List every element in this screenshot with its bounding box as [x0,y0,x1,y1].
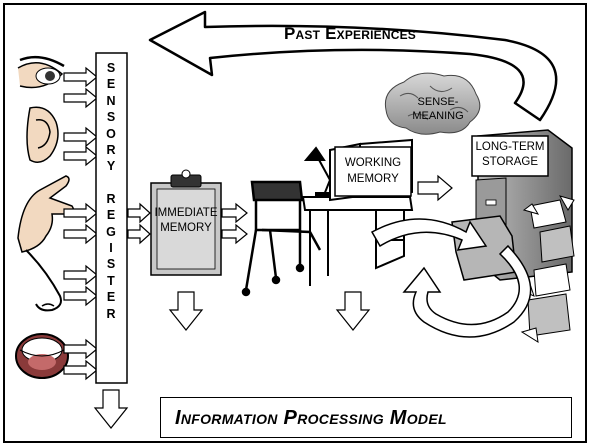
lamp-icon [303,146,332,198]
long-term-storage-line-2: STORAGE [481,156,539,169]
mouth-icon [15,333,69,379]
register-to-immediate-arrows [127,202,151,245]
sense-arrows [63,66,98,381]
clipboard-immediate-memory [150,169,222,276]
register-letter: S [106,257,116,272]
working-memory-label: WORKING MEMORY [335,157,411,185]
ear-icon [26,106,59,163]
sensory-register-box [95,52,128,384]
sensory-letter: E [106,77,116,92]
register-letter: G [106,224,116,239]
long-term-storage-line-1: LONG-TERM [475,141,545,153]
nose-icon [25,249,62,312]
register-letter: T [107,273,115,288]
immediate-memory-line-2: MEMORY [160,222,212,235]
register-letter: E [106,208,116,223]
immediate-memory-line-1: IMMEDIATE [154,207,218,219]
sense-meaning-line-2: MEANING [412,109,464,122]
book-working-memory [329,138,413,202]
immediate-memory-label: IMMEDIATE MEMORY [151,207,221,234]
sensory-letter: S [106,110,116,125]
sensory-register-label: S E N S O R Y R E G I S T E R [101,60,121,322]
down-arrow-sensory [93,389,129,429]
past-experiences-arrow [148,10,558,122]
sensory-letter: S [106,61,116,75]
title-box: Information Processing Model [160,397,572,438]
retrieval-arrow [370,218,488,251]
sensory-letter: Y [106,159,116,174]
sensory-letter: N [106,93,116,108]
register-letter: R [106,306,116,321]
sensory-letter: R [106,143,116,158]
brain-icon [384,72,481,135]
chair-icon [241,180,322,297]
immediate-to-working-arrows [221,202,248,245]
diagram-title: Information Processing Model [175,407,447,429]
past-experiences-label: Past Experiences [284,24,416,43]
storage-arrow [402,244,532,338]
register-letter: R [106,191,116,206]
register-letter: I [109,241,113,256]
sense-meaning-label: SENSE- MEANING [398,96,478,122]
long-term-storage-label: LONG-TERM STORAGE [472,141,548,168]
working-memory-line-2: MEMORY [347,173,399,186]
register-letter: E [106,290,116,305]
down-arrow-immediate [168,291,204,331]
sense-meaning-line-1: SENSE- [417,96,459,108]
eye-icon [17,55,65,89]
sensory-letter: O [106,126,116,141]
working-to-longterm-arrow [417,174,453,202]
working-memory-line-1: WORKING [344,157,402,169]
down-arrow-working [335,291,371,331]
desk-icon [301,196,414,286]
